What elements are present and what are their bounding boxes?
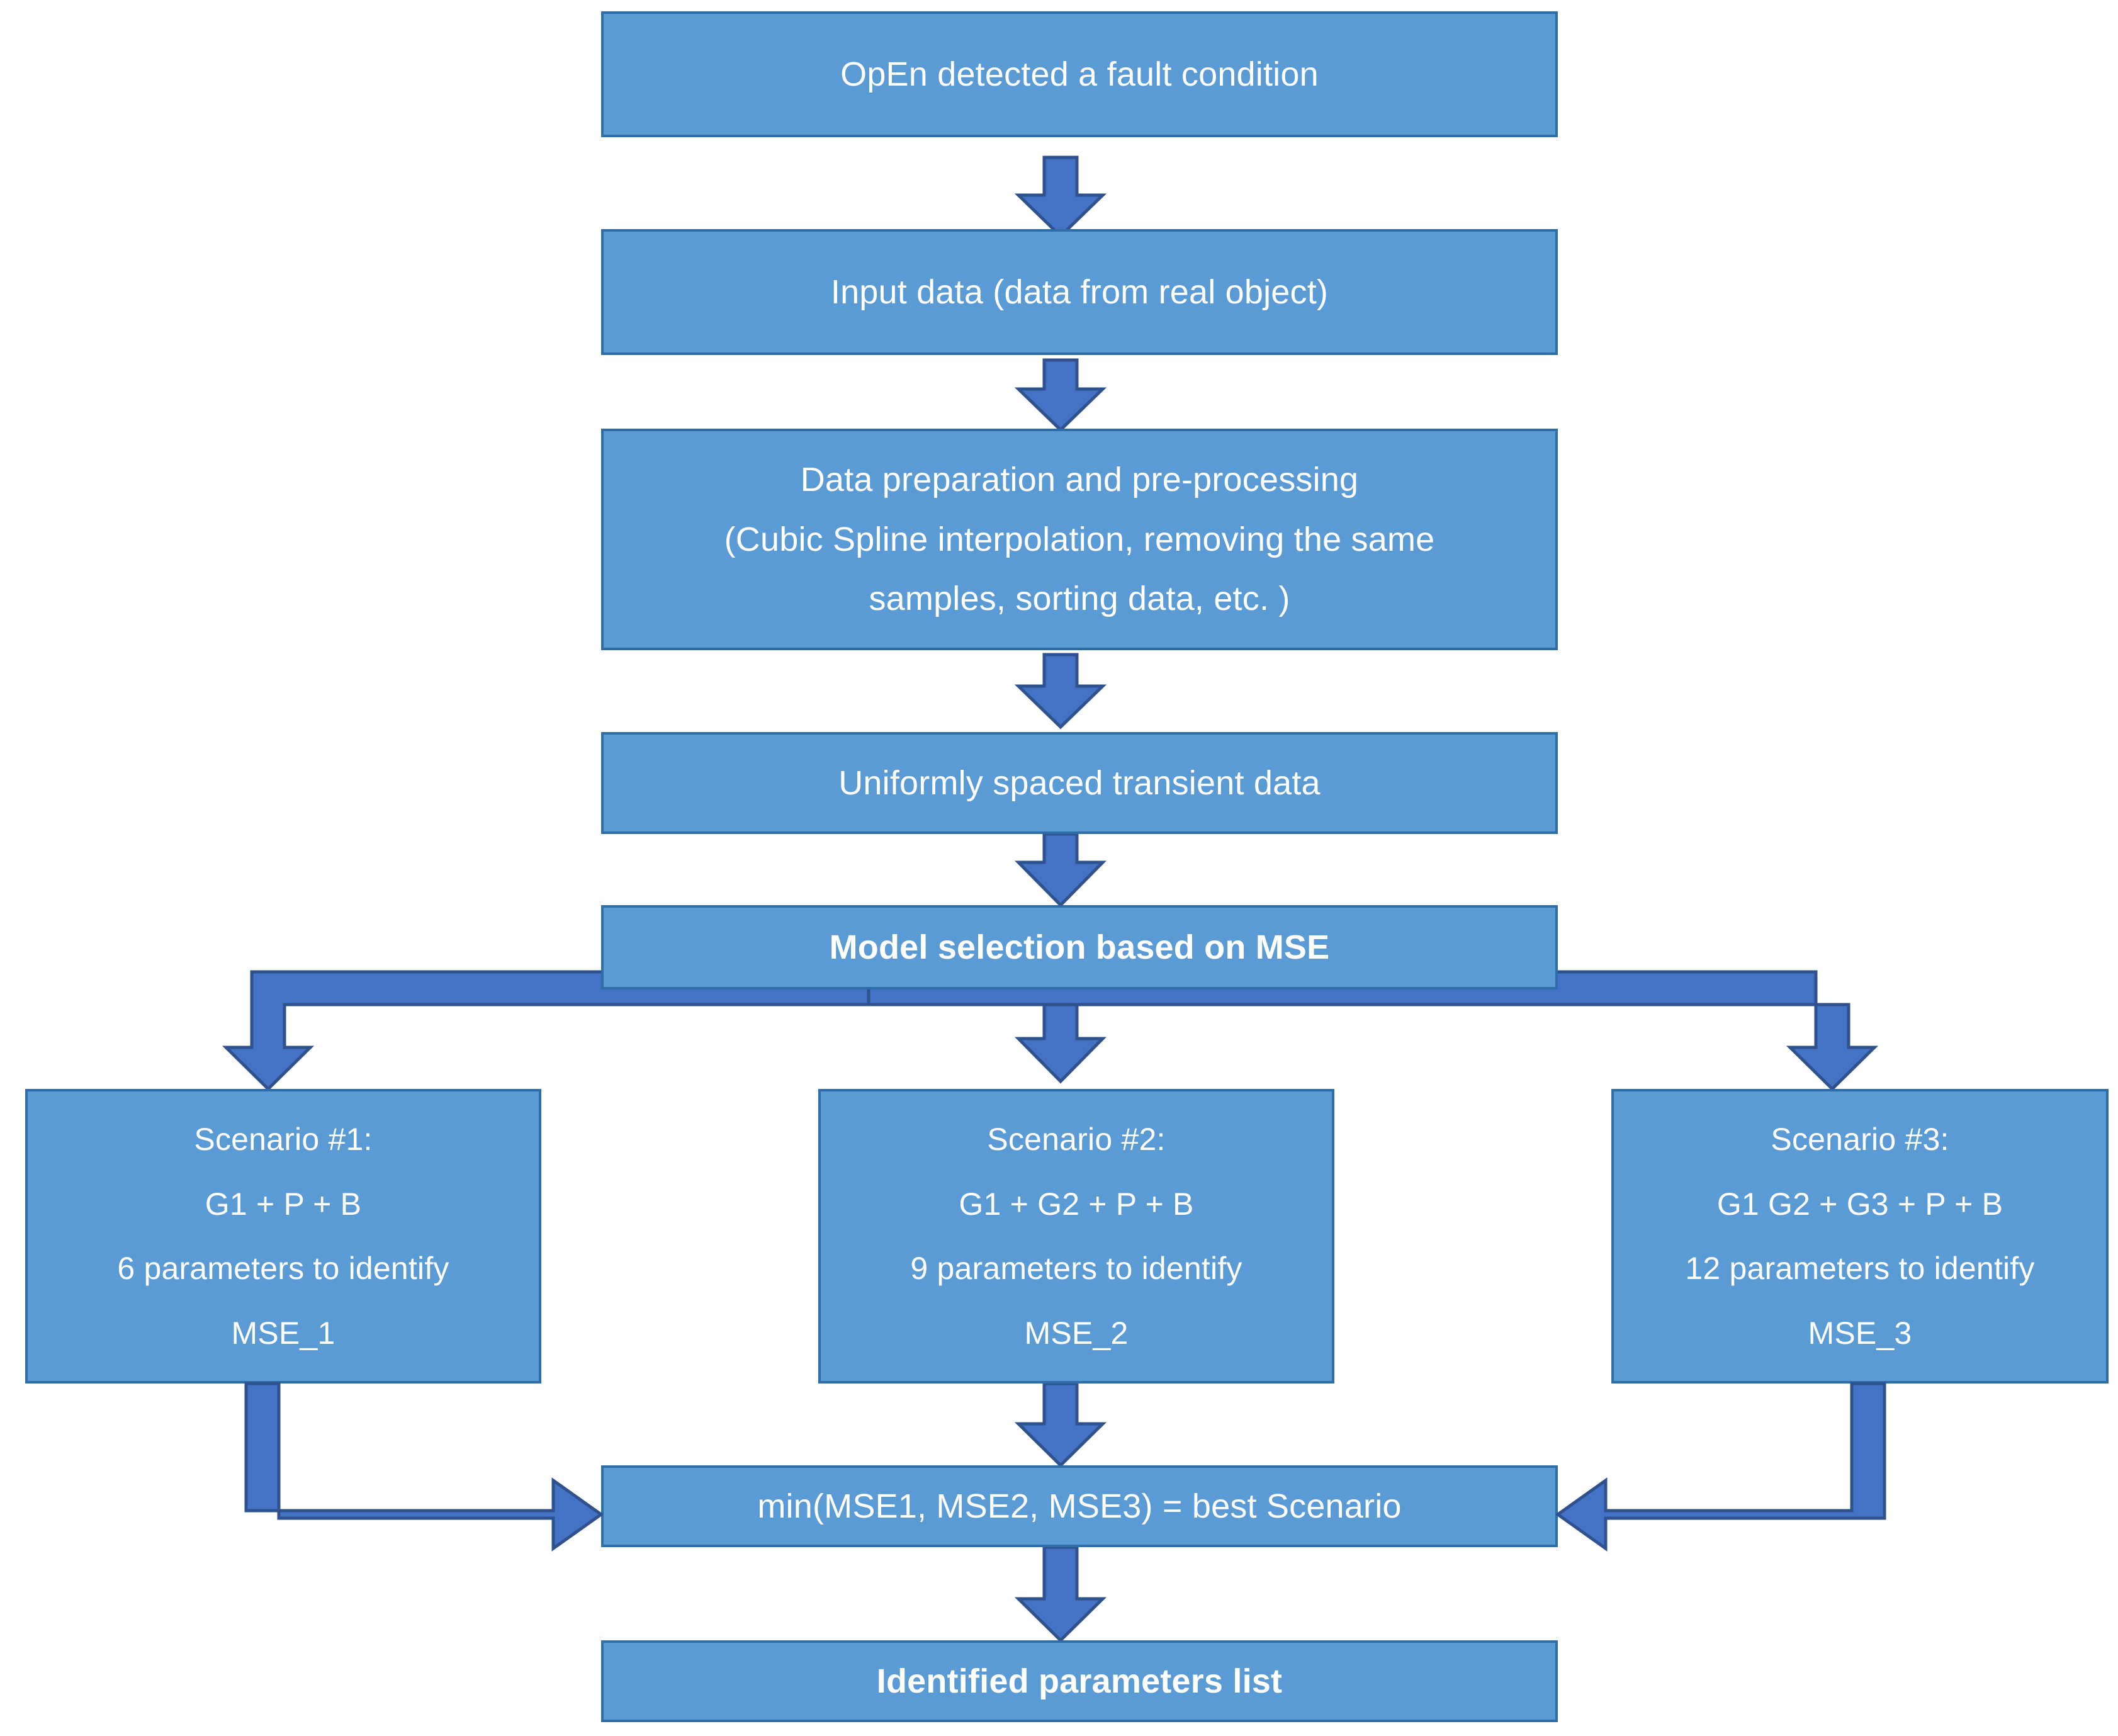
node-scenario2-line-2: 9 parameters to identify — [910, 1251, 1242, 1286]
node-start-line-0: OpEn detected a fault condition — [840, 55, 1319, 93]
node-compare-line-0: min(MSE1, MSE2, MSE3) = best Scenario — [757, 1487, 1402, 1525]
node-scenario1-line-2: 6 parameters to identify — [117, 1251, 449, 1286]
edge-preprocess-to-uniform — [1014, 653, 1107, 730]
node-scenario3: Scenario #3: G1 G2 + G3 + P + B 12 param… — [1611, 1089, 2109, 1384]
node-scenario2-line-3: MSE_2 — [1024, 1315, 1129, 1351]
edge-scenario1-to-compare — [244, 1382, 604, 1552]
node-start: OpEn detected a fault condition — [601, 11, 1558, 137]
node-scenario2: Scenario #2: G1 + G2 + P + B 9 parameter… — [818, 1089, 1334, 1384]
edge-selection-to-scenario2 — [1015, 988, 1107, 1084]
node-preprocess-line-2: samples, sorting data, etc. ) — [869, 580, 1290, 618]
edge-start-to-input — [1014, 155, 1107, 239]
node-scenario2-line-0: Scenario #2: — [987, 1122, 1166, 1157]
node-selection: Model selection based on MSE — [601, 905, 1558, 989]
node-preprocess-line-0: Data preparation and pre-processing — [800, 460, 1359, 499]
node-scenario3-line-1: G1 G2 + G3 + P + B — [1716, 1186, 2003, 1222]
node-input: Input data (data from real object) — [601, 229, 1558, 355]
node-scenario1: Scenario #1: G1 + P + B 6 parameters to … — [25, 1089, 541, 1384]
node-scenario1-line-0: Scenario #1: — [194, 1122, 373, 1157]
node-uniform: Uniformly spaced transient data — [601, 732, 1558, 834]
node-scenario3-line-3: MSE_3 — [1808, 1315, 1912, 1351]
edge-scenario3-to-compare — [1555, 1382, 1886, 1552]
node-scenario2-line-1: G1 + G2 + P + B — [959, 1186, 1194, 1222]
edge-scenario2-to-compare — [1014, 1382, 1107, 1468]
node-uniform-line-0: Uniformly spaced transient data — [838, 764, 1321, 802]
edge-uniform-to-selection — [1015, 832, 1107, 908]
node-selection-line-0: Model selection based on MSE — [829, 928, 1330, 966]
node-scenario1-line-3: MSE_1 — [231, 1315, 335, 1351]
node-input-line-0: Input data (data from real object) — [830, 273, 1329, 311]
node-preprocess-line-1: (Cubic Spline interpolation, removing th… — [724, 520, 1435, 558]
node-preprocess: Data preparation and pre-processing (Cub… — [601, 429, 1558, 650]
node-scenario1-line-1: G1 + P + B — [205, 1186, 362, 1222]
node-result: Identified parameters list — [601, 1640, 1558, 1722]
node-scenario3-line-2: 12 parameters to identify — [1685, 1251, 2035, 1286]
edge-compare-to-result — [1014, 1545, 1107, 1643]
node-scenario3-line-0: Scenario #3: — [1771, 1122, 1949, 1157]
node-compare: min(MSE1, MSE2, MSE3) = best Scenario — [601, 1465, 1558, 1547]
node-result-line-0: Identified parameters list — [876, 1662, 1283, 1700]
edge-input-to-preprocess — [1014, 358, 1107, 432]
